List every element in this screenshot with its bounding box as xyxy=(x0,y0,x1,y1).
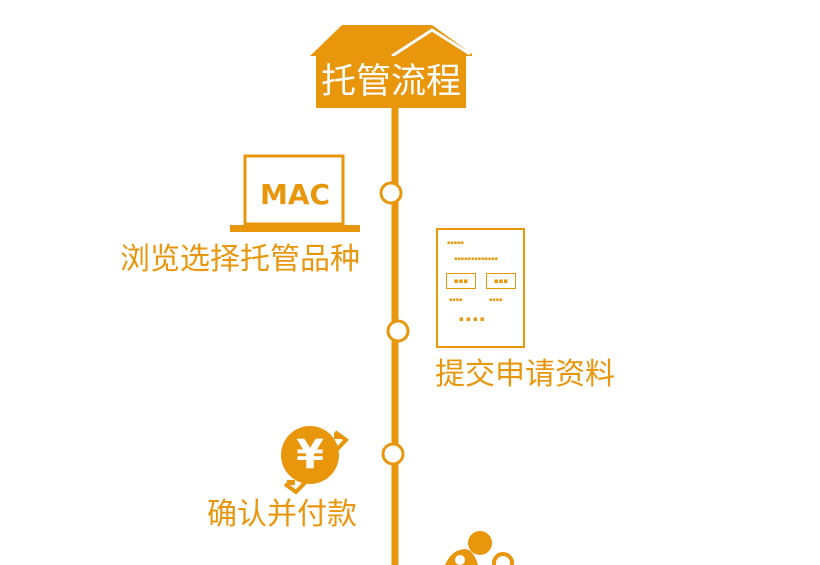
yen-icon xyxy=(281,426,350,495)
document-line: ▪ ▪ ▪ ▪ xyxy=(459,315,485,323)
document-line: ▪▪▪▪▪▪▪▪▪▪▪▪▪ xyxy=(454,256,499,262)
laptop-icon xyxy=(230,154,360,232)
yen-symbol: ¥ xyxy=(296,432,324,478)
timeline-node-1 xyxy=(379,181,403,205)
timeline-node-3 xyxy=(381,442,405,466)
document-line: ▪▪▪▪ xyxy=(489,297,503,303)
laptop-screen-text: MAC xyxy=(259,178,331,211)
page-title: 托管流程 xyxy=(320,62,461,102)
step-label-browse: 浏览选择托管品种 xyxy=(120,242,360,277)
step-label-pay: 确认并付款 xyxy=(207,497,357,532)
house-icon xyxy=(310,25,472,108)
timeline-node-2 xyxy=(386,319,410,343)
people-icon xyxy=(445,531,514,565)
document-line: ▪▪▪▪ xyxy=(449,297,463,303)
step-label-submit: 提交申请资料 xyxy=(435,357,615,392)
document-field-box: ▪▪▪ xyxy=(486,273,516,289)
document-line: ▪▪▪▪▪ xyxy=(447,240,464,246)
document-content: ▪▪▪▪▪ ▪▪▪▪▪▪▪▪▪▪▪▪▪ ▪▪▪ ▪▪▪ ▪▪▪▪ ▪▪▪▪ ▪ … xyxy=(437,229,524,347)
document-field-box: ▪▪▪ xyxy=(446,273,476,289)
